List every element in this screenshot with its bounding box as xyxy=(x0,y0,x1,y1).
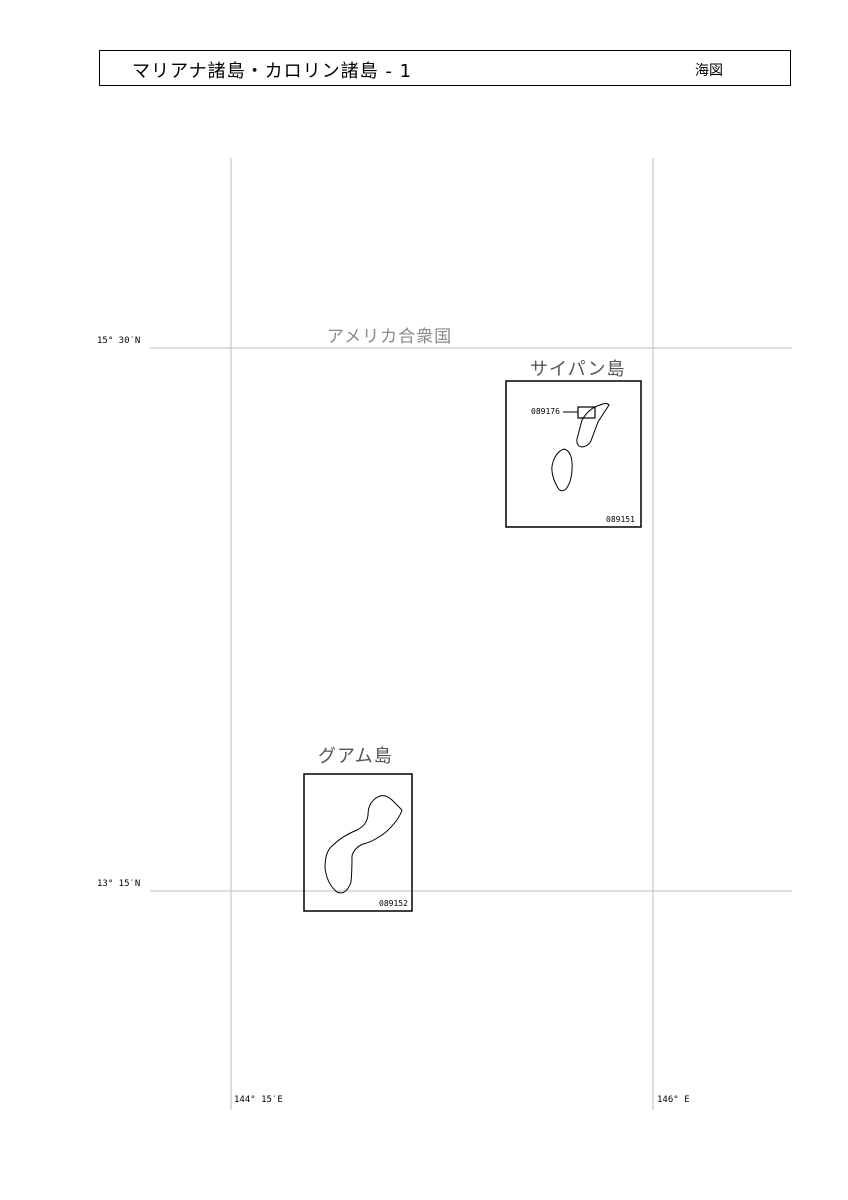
page-title: マリアナ諸島・カロリン諸島 - 1 xyxy=(132,61,413,82)
lon-label-west: 144° 15′E xyxy=(234,1095,283,1105)
chart-frame-saipan[interactable] xyxy=(505,380,642,528)
chart-number-guam[interactable]: 089152 xyxy=(379,899,408,908)
chart-frame-guam[interactable] xyxy=(303,773,413,912)
saipan-island-shape xyxy=(576,403,610,448)
lat-label-north: 15° 30′N xyxy=(97,336,141,346)
island-label-guam: グアム島 xyxy=(318,746,393,767)
chart-number-inset[interactable]: 089176 xyxy=(531,407,560,416)
lon-label-east: 146° E xyxy=(657,1095,690,1105)
chart-number-saipan[interactable]: 089151 xyxy=(606,515,635,524)
chart-kind-label: 海図 xyxy=(695,63,723,79)
country-label: アメリカ合衆国 xyxy=(327,327,453,347)
guam-island-shape xyxy=(324,795,403,894)
island-label-saipan: サイパン島 xyxy=(530,359,626,380)
lat-label-south: 13° 15′N xyxy=(97,879,141,889)
title-banner: マリアナ諸島・カロリン諸島 - 1 海図 xyxy=(99,50,791,86)
tinian-island-shape xyxy=(551,448,573,492)
